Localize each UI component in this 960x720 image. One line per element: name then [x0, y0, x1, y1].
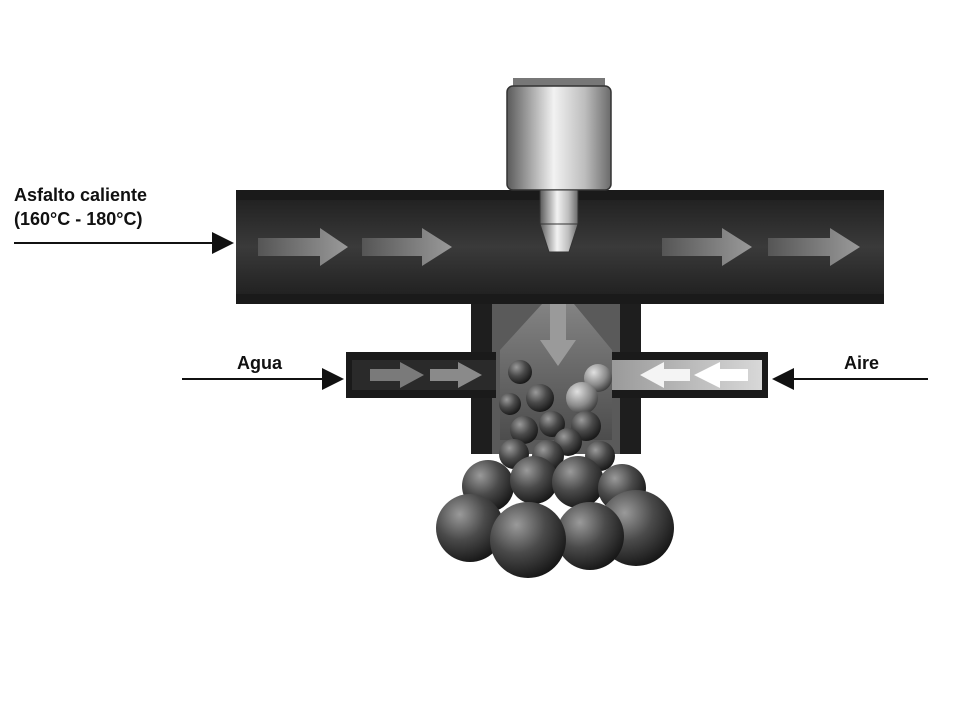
flow-arrow-icon [540, 304, 576, 366]
air-pipe [612, 352, 768, 398]
temperature-range-label: (160°C - 180°C) [14, 209, 143, 229]
flow-arrow-icon [370, 362, 424, 388]
inlet-arrow-icon [322, 368, 344, 390]
nozzle-icon [506, 78, 612, 253]
water-inlet-arrow [182, 368, 344, 390]
air-inlet-arrow [772, 368, 928, 390]
air-label: Aire [844, 353, 880, 373]
flow-arrow-icon [430, 362, 482, 388]
asphalt-inlet-arrow [14, 232, 234, 254]
flow-arrow-icon [662, 228, 752, 266]
flow-arrow-icon [640, 362, 690, 388]
flow-arrow-icon [768, 228, 860, 266]
asphalt-flow-arrows [258, 228, 860, 266]
water-label: Agua [237, 353, 282, 373]
inlet-arrow-icon [212, 232, 234, 254]
flow-arrow-icon [694, 362, 748, 388]
inlet-arrow-icon [772, 368, 794, 390]
water-pipe [346, 352, 496, 398]
droplet-cluster [436, 360, 674, 578]
hot-asphalt-label: Asfalto caliente [14, 185, 148, 205]
flow-arrow-icon [258, 228, 348, 266]
flow-arrow-icon [362, 228, 452, 266]
